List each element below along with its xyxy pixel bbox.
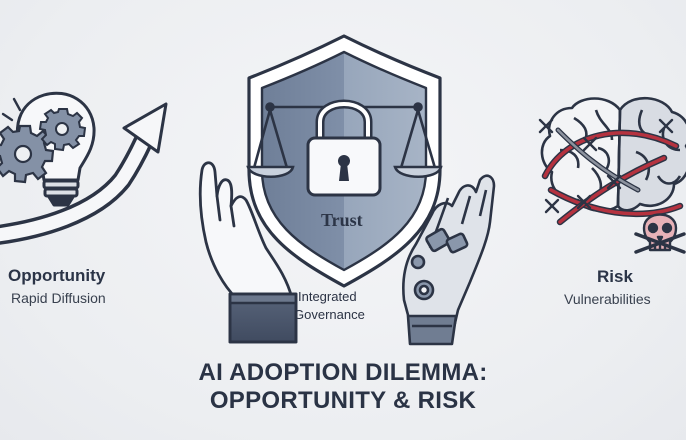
governance-caption-line1: Integrated <box>298 289 357 304</box>
risk-group <box>538 96 686 254</box>
small-gear-icon <box>38 108 87 152</box>
opportunity-label: Opportunity <box>8 266 106 285</box>
barbed-wire-icon <box>538 118 684 226</box>
opportunity-group <box>0 91 168 245</box>
rising-arrow-icon <box>0 102 168 245</box>
spark-rays <box>1 97 22 122</box>
risk-sublabel: Vulnerabilities <box>564 291 651 307</box>
risk-label: Risk <box>597 267 633 286</box>
main-title-line1: AI ADOPTION DILEMMA: <box>198 359 488 386</box>
scales-icon <box>246 102 443 178</box>
skull-icon <box>634 213 686 254</box>
trust-group <box>198 34 496 346</box>
main-title-line2: OPPORTUNITY & RISK <box>209 387 477 414</box>
gear-icon <box>0 124 55 184</box>
robot-hand-icon <box>402 174 496 346</box>
shield-trust-label: Trust <box>321 210 363 230</box>
governance-caption-line2: Governance <box>294 307 365 322</box>
human-hand-icon <box>198 161 298 344</box>
opportunity-sublabel: Rapid Diffusion <box>11 290 106 306</box>
padlock-icon <box>306 99 382 197</box>
